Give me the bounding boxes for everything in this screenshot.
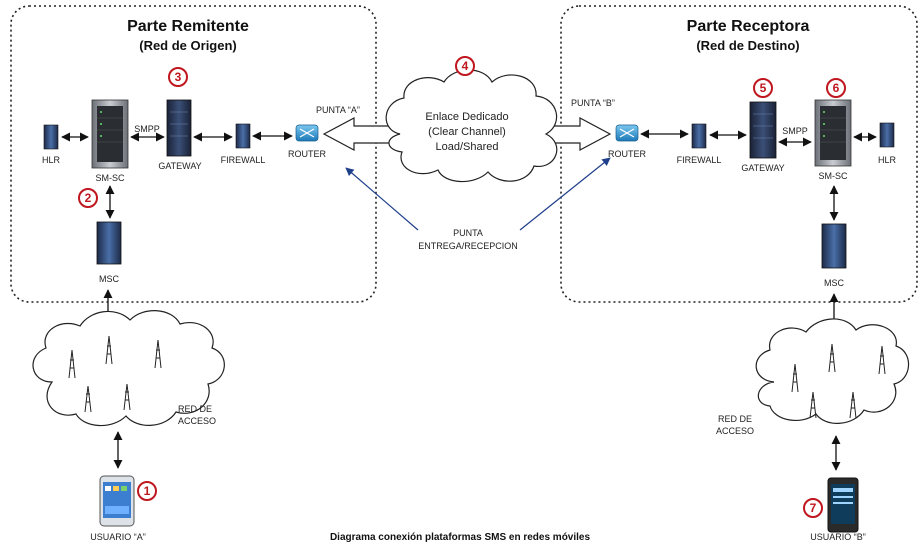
svg-text:7: 7 xyxy=(810,501,817,515)
msc-server-icon xyxy=(821,223,847,269)
hlr-server-icon xyxy=(879,122,895,148)
sender-router-label: ROUTER xyxy=(288,149,327,159)
user-b-label: USUARIO “B” xyxy=(810,532,866,542)
point-b-label: PUNTA “B” xyxy=(571,98,615,108)
smsc-rack-server-icon xyxy=(91,99,129,169)
gateway-rack-server-icon xyxy=(166,99,192,157)
receiver-smpp-label: SMPP xyxy=(782,126,808,136)
gateway-rack-server-icon xyxy=(749,101,777,159)
sender-access-label-1: RED DE xyxy=(178,404,212,414)
sender-subtitle: (Red de Origen) xyxy=(139,38,237,53)
handoff-arrow-a xyxy=(345,167,419,231)
msc-server-icon xyxy=(96,221,122,265)
receiver-access-label-2: ACCESO xyxy=(716,426,754,436)
smsc-rack-server-icon xyxy=(814,99,852,167)
dedicated-link-cloud xyxy=(385,69,558,183)
marker-6: 6 xyxy=(826,78,846,98)
receiver-hlr-label: HLR xyxy=(878,155,897,165)
receiver-smsc-label: SM-SC xyxy=(819,171,849,181)
firewall-icon xyxy=(691,123,707,149)
receiver-router-label: ROUTER xyxy=(608,149,647,159)
cell-tower-icon xyxy=(68,335,162,413)
handoff-label-2: ENTREGA/RECEPCION xyxy=(418,241,518,251)
cell-tower-icon xyxy=(791,343,886,419)
handoff-arrow-b xyxy=(519,157,611,231)
sender-firewall-label: FIREWALL xyxy=(221,155,266,165)
handoff-label-1: PUNTA xyxy=(453,228,483,238)
svg-text:3: 3 xyxy=(175,70,182,84)
receiver-network-region xyxy=(560,5,918,303)
receiver-subtitle: (Red de Destino) xyxy=(696,38,799,53)
sender-hlr-label: HLR xyxy=(42,155,61,165)
marker-7: 7 xyxy=(803,498,823,518)
marker-4: 4 xyxy=(455,56,475,76)
point-a-label: PUNTA “A” xyxy=(316,105,360,115)
receiver-firewall-label: FIREWALL xyxy=(677,155,722,165)
sender-smpp-label: SMPP xyxy=(134,124,160,134)
link-line-2: (Clear Channel) xyxy=(428,126,506,138)
sender-title: Parte Remitente xyxy=(127,18,249,35)
router-icon xyxy=(615,124,639,142)
sender-gateway-label: GATEWAY xyxy=(158,161,201,171)
sender-smsc-label: SM-SC xyxy=(96,173,126,183)
marker-3: 3 xyxy=(168,67,188,87)
marker-2: 2 xyxy=(78,188,98,208)
receiver-access-label-1: RED DE xyxy=(718,414,752,424)
svg-text:1: 1 xyxy=(144,484,151,498)
diagram-caption: Diagrama conexión plataformas SMS en red… xyxy=(330,532,591,543)
sender-access-cloud xyxy=(32,310,225,427)
receiver-msc-label: MSC xyxy=(824,278,845,288)
router-icon xyxy=(295,124,319,142)
smartphone-icon xyxy=(99,475,135,527)
firewall-icon xyxy=(235,123,251,149)
smartphone-icon xyxy=(827,477,859,533)
svg-text:2: 2 xyxy=(85,191,92,205)
svg-text:4: 4 xyxy=(462,59,469,73)
user-a-label: USUARIO “A” xyxy=(90,532,146,542)
marker-5: 5 xyxy=(753,78,773,98)
hlr-server-icon xyxy=(43,124,59,150)
sender-access-label-2: ACCESO xyxy=(178,416,216,426)
receiver-access-cloud xyxy=(755,318,910,424)
svg-text:5: 5 xyxy=(760,81,767,95)
sender-msc-label: MSC xyxy=(99,274,120,284)
svg-text:6: 6 xyxy=(833,81,840,95)
link-line-1: Enlace Dedicado xyxy=(425,111,508,123)
receiver-title: Parte Receptora xyxy=(687,18,810,35)
marker-1: 1 xyxy=(137,481,157,501)
link-line-3: Load/Shared xyxy=(436,141,499,153)
receiver-gateway-label: GATEWAY xyxy=(741,163,784,173)
